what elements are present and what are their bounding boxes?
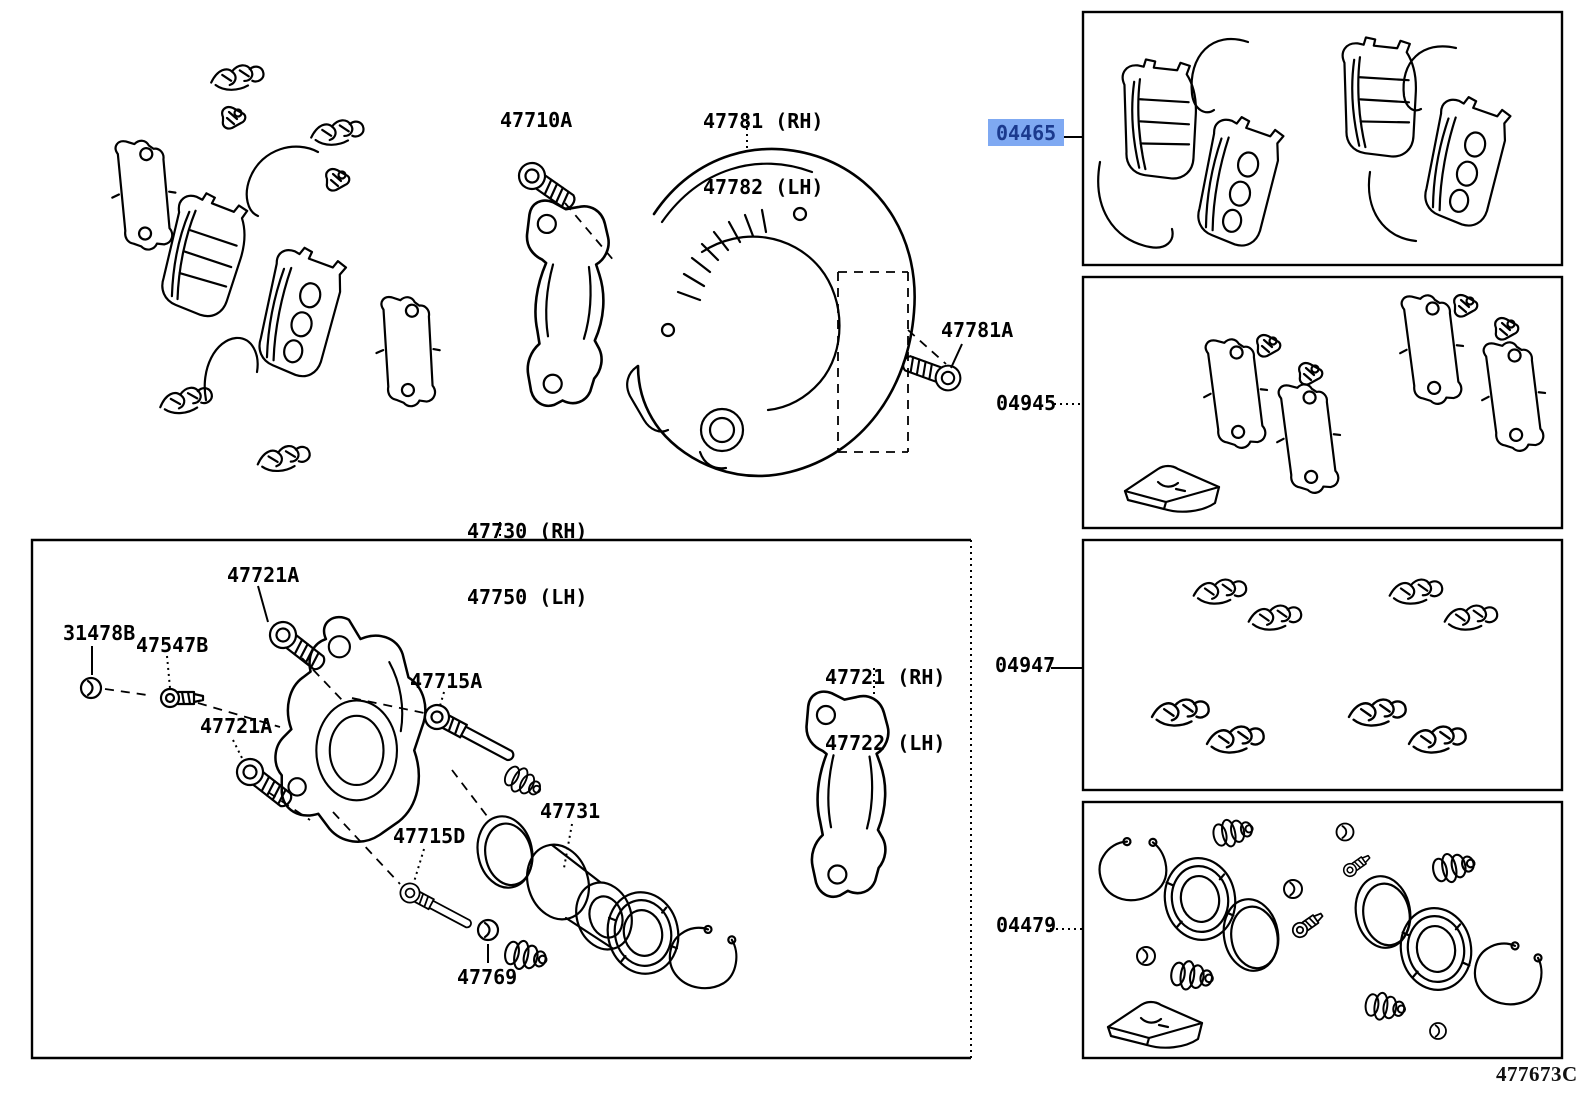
part-label-caliper-rh[interactable]: 47730 (RH) bbox=[467, 519, 588, 543]
drawing-pad-hardware-cluster bbox=[101, 61, 448, 476]
part-label-dust-cover-rh[interactable]: 47781 (RH) bbox=[703, 109, 824, 133]
drawing-kit-04479 bbox=[1091, 813, 1549, 1049]
drawing-caliper-assembly bbox=[79, 615, 893, 994]
part-label-47721a-lower[interactable]: 47721A bbox=[200, 714, 273, 738]
part-label-04945[interactable]: 04945 bbox=[996, 391, 1057, 415]
part-label-47547b[interactable]: 47547B bbox=[136, 633, 209, 657]
drawing-kit-04947 bbox=[1149, 576, 1500, 757]
part-label-47715a[interactable]: 47715A bbox=[410, 669, 483, 693]
kit-box-04945 bbox=[1081, 275, 1564, 530]
part-label-04465-highlighted[interactable]: 04465 bbox=[988, 119, 1065, 146]
drawing-bolt-47781a bbox=[898, 349, 965, 395]
drawing-kit-04465 bbox=[1097, 31, 1514, 251]
part-label-47721a-upper[interactable]: 47721A bbox=[227, 563, 300, 587]
leader-lines bbox=[91, 116, 1083, 930]
part-label-04479[interactable]: 04479 bbox=[996, 913, 1057, 937]
drawing-kit-04945 bbox=[1123, 286, 1557, 513]
drawing-piston-47731 bbox=[526, 843, 633, 951]
part-label-04947[interactable]: 04947 bbox=[995, 653, 1056, 677]
part-label-mount-bracket[interactable]: 47721 (RH) 47722 (LH) bbox=[825, 622, 945, 798]
part-label-bracket-rh[interactable]: 47721 (RH) bbox=[825, 665, 946, 689]
part-label-47710a[interactable]: 47710A bbox=[500, 108, 573, 132]
drawing-bracket-top bbox=[513, 198, 614, 411]
drawing-code: 477673C bbox=[1496, 1062, 1578, 1086]
caliper-assembly-box bbox=[30, 538, 972, 1060]
part-label-47769[interactable]: 47769 bbox=[457, 965, 518, 989]
part-label-47781a[interactable]: 47781A bbox=[941, 318, 1014, 342]
part-label-caliper-lh[interactable]: 47750 (LH) bbox=[467, 585, 588, 609]
part-label-31478b[interactable]: 31478B bbox=[63, 621, 136, 645]
part-label-dust-cover[interactable]: 47781 (RH) 47782 (LH) bbox=[703, 66, 823, 242]
part-label-dust-cover-lh[interactable]: 47782 (LH) bbox=[703, 175, 824, 199]
part-label-caliper-assy[interactable]: 47730 (RH) 47750 (LH) bbox=[467, 476, 587, 652]
kit-box-04479 bbox=[1081, 800, 1564, 1060]
part-label-47731[interactable]: 47731 bbox=[540, 799, 601, 823]
kit-box-04947 bbox=[1081, 538, 1564, 792]
drawing-dust-shield bbox=[626, 147, 947, 478]
part-label-bracket-lh[interactable]: 47722 (LH) bbox=[825, 731, 946, 755]
part-label-47715d[interactable]: 47715D bbox=[393, 824, 466, 848]
kit-box-04465 bbox=[1081, 10, 1564, 267]
